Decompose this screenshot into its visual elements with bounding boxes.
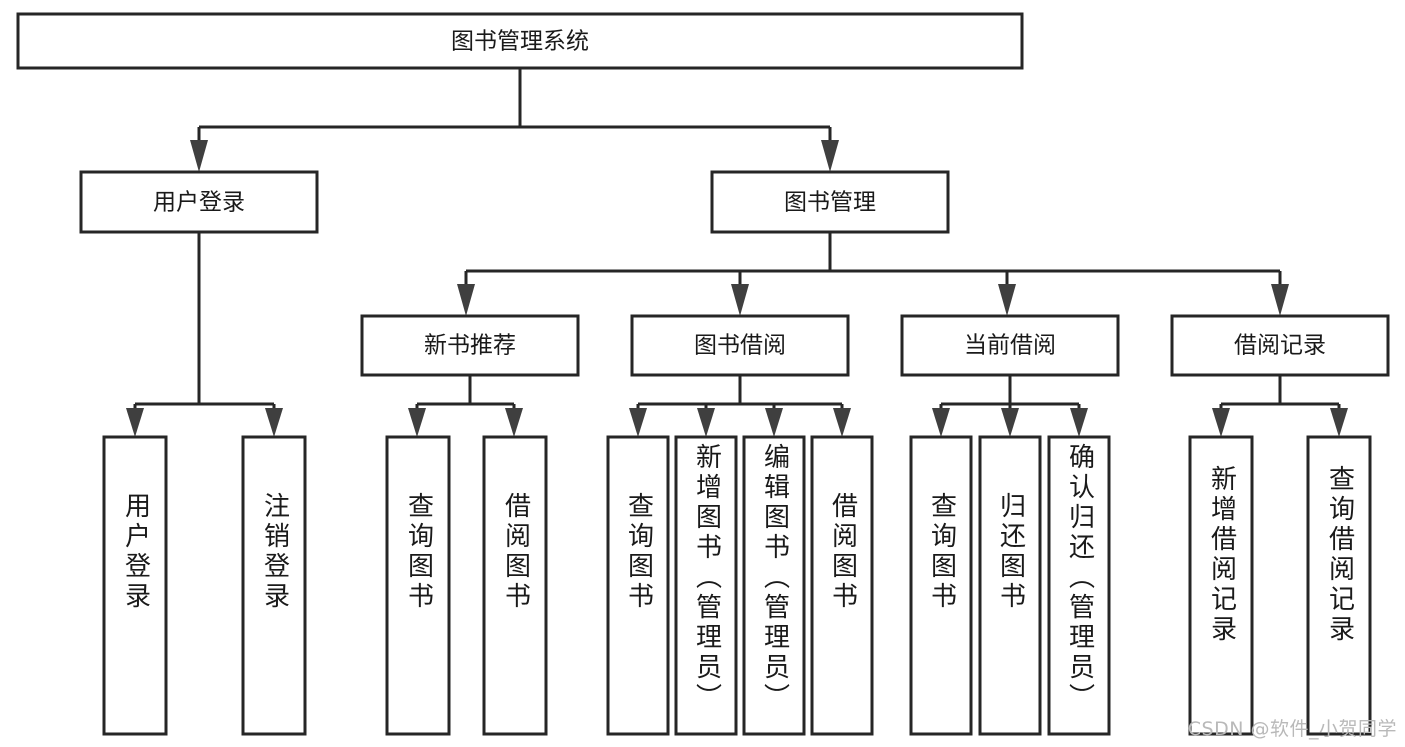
connector-user-login-to-leaves xyxy=(126,232,283,437)
leaf-box-edit-book[interactable] xyxy=(742,435,806,736)
arrow-to-leaf-borrow-book-nb xyxy=(505,408,523,437)
connector-root-to-level2 xyxy=(190,68,839,172)
node-book-management[interactable]: 图书管理 xyxy=(710,170,950,234)
node-borrow-records[interactable]: 借阅记录 xyxy=(1170,314,1390,377)
node-book-management-label: 图书管理 xyxy=(784,190,876,216)
node-book-management-box[interactable] xyxy=(710,170,950,234)
node-borrow-records-label: 借阅记录 xyxy=(1234,333,1326,359)
leaf-box-add-record[interactable] xyxy=(1188,435,1254,736)
arrow-to-leaf-query-book-bb xyxy=(629,408,647,437)
node-book-borrow-label: 图书借阅 xyxy=(694,333,786,359)
leaf-box-user-login[interactable] xyxy=(102,435,168,736)
leaf-box-borrow-book-nb[interactable] xyxy=(482,435,548,736)
node-user-login-label: 用户登录 xyxy=(153,190,245,216)
node-current-borrow-box[interactable] xyxy=(900,314,1120,377)
leaf-box-query-book-bb[interactable] xyxy=(606,435,670,736)
node-book-borrow[interactable]: 图书借阅 xyxy=(630,314,850,377)
node-root-box[interactable] xyxy=(16,12,1024,70)
connector-book-borrow-to-leaves xyxy=(629,375,851,437)
node-user-login[interactable]: 用户登录 xyxy=(79,170,319,234)
leaf-box-query-book-cb[interactable] xyxy=(909,435,973,736)
arrow-to-leaf-edit-book xyxy=(765,408,783,437)
connector-book-mgmt-to-level3 xyxy=(457,232,1289,316)
leaf-box-add-book[interactable] xyxy=(674,435,738,736)
leaf-box-return-book[interactable] xyxy=(978,435,1042,736)
arrow-to-leaf-borrow-book-bb xyxy=(833,408,851,437)
node-user-login-box[interactable] xyxy=(79,170,319,234)
connector-borrow-records-to-leaves xyxy=(1212,375,1348,437)
node-root-label: 图书管理系统 xyxy=(451,29,589,55)
arrow-to-leaf-logout xyxy=(265,408,283,437)
connector-new-books-to-leaves xyxy=(408,375,523,437)
arrow-to-leaf-add-record xyxy=(1212,408,1230,437)
arrow-to-leaf-return-book xyxy=(1001,408,1019,437)
arrow-to-borrow-records xyxy=(1271,284,1289,316)
arrow-to-user-login xyxy=(190,140,208,172)
leaf-box-query-book-nb[interactable] xyxy=(385,435,451,736)
node-root[interactable]: 图书管理系统 xyxy=(16,12,1024,70)
node-current-borrow[interactable]: 当前借阅 xyxy=(900,314,1120,377)
node-new-book-recommend[interactable]: 新书推荐 xyxy=(360,314,580,377)
arrow-to-book-mgmt xyxy=(821,140,839,172)
arrow-to-book-borrow xyxy=(731,284,749,316)
leaf-box-borrow-book-bb[interactable] xyxy=(810,435,874,736)
arrow-to-leaf-query-book-nb xyxy=(408,408,426,437)
leaf-box-logout[interactable] xyxy=(241,435,307,736)
leaf-box-confirm-return[interactable] xyxy=(1047,435,1111,736)
node-new-book-recommend-label: 新书推荐 xyxy=(424,333,516,359)
arrow-to-leaf-query-book-cb xyxy=(932,408,950,437)
leaf-box-query-record[interactable] xyxy=(1306,435,1372,736)
node-current-borrow-label: 当前借阅 xyxy=(964,333,1056,359)
arrow-to-leaf-user-login xyxy=(126,408,144,437)
arrow-to-leaf-confirm-return xyxy=(1070,408,1088,437)
node-borrow-records-box[interactable] xyxy=(1170,314,1390,377)
node-new-book-recommend-box[interactable] xyxy=(360,314,580,377)
arrow-to-current-borrow xyxy=(998,284,1016,316)
node-book-borrow-box[interactable] xyxy=(630,314,850,377)
arrow-to-new-books xyxy=(457,284,475,316)
arrow-to-leaf-query-record xyxy=(1330,408,1348,437)
arrow-to-leaf-add-book xyxy=(697,408,715,437)
connector-current-borrow-to-leaves xyxy=(932,375,1088,437)
csdn-watermark: CSDN @软件_小贺同学 xyxy=(1187,718,1397,740)
